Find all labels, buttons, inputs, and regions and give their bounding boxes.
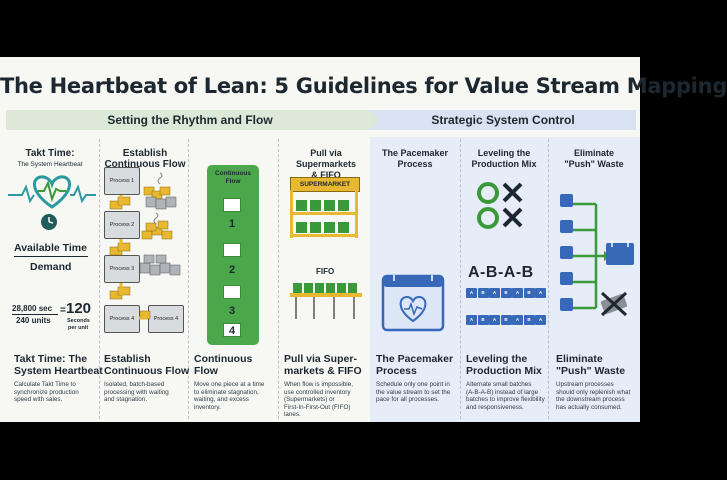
- band-strategic-control: Strategic System Control: [370, 110, 636, 130]
- push-title: Eliminate"Push" Waste: [556, 353, 626, 377]
- batch-box: B: [500, 315, 512, 325]
- pull-header: Pull via Supermarkets& FIFO: [295, 148, 357, 180]
- batch-box: A: [466, 288, 477, 298]
- process-box: Process 3: [104, 255, 140, 283]
- pacemaker-monitor-icon: [381, 274, 445, 332]
- heart-pulse-icon: [8, 175, 96, 209]
- leveling-pattern: A-B-A-B: [468, 264, 534, 281]
- push-header: Eliminate"Push" Waste: [564, 148, 624, 169]
- batch-box: A: [489, 288, 500, 298]
- flow-step-box: [223, 243, 241, 257]
- process-box: Process 4: [104, 305, 140, 333]
- clock-icon: [41, 214, 57, 230]
- pull-title: Pull via Super-markets & FIFO: [284, 353, 362, 377]
- leveling-description: Alternate small batches(A-B-A-B) instead…: [466, 381, 545, 411]
- takt-result: 120: [66, 300, 92, 317]
- fifo-lane-icon: [290, 283, 362, 319]
- fifo-label: FIFO: [316, 267, 335, 276]
- column-divider: [99, 139, 100, 419]
- batch-box: B: [523, 315, 535, 325]
- process-box: Process 4: [148, 305, 184, 333]
- batch-box: B: [500, 288, 512, 298]
- band-rhythm-flow: Setting the Rhythm and Flow: [6, 110, 384, 130]
- calc-divider: [12, 314, 58, 315]
- flow-step-number: 2: [229, 264, 236, 276]
- formula-divider: [14, 256, 88, 257]
- batch-box: A: [535, 315, 546, 325]
- column-divider: [278, 139, 279, 419]
- calc-denominator: 240 units: [16, 316, 51, 325]
- upstream-process-box: [560, 298, 573, 311]
- batch-box: A: [466, 315, 477, 325]
- flow-step-number: 4: [229, 325, 236, 337]
- flow-step-box: [223, 323, 241, 337]
- upstream-process-box: [560, 246, 573, 259]
- establish-header: Establish Continuous Flow: [104, 148, 186, 170]
- infographic-frame: The Heartbeat of Lean: 5 Guidelines for …: [0, 57, 727, 422]
- batch-box: B: [523, 288, 535, 298]
- supermarket-shelf-icon: [290, 190, 358, 238]
- batch-box: A: [512, 288, 523, 298]
- takt-header: Takt Time:: [25, 148, 75, 159]
- process-box: Process 1: [104, 167, 140, 195]
- takt-result-unit: per unit: [68, 325, 89, 331]
- upstream-process-box: [560, 194, 573, 207]
- formula-numerator: Available Time: [14, 242, 87, 254]
- takt-result-unit: Seconds: [67, 318, 90, 324]
- tic-tac-toe-icon: [477, 182, 523, 229]
- calc-numerator: 28,800 sec: [12, 304, 53, 313]
- formula-denominator: Demand: [30, 261, 72, 273]
- upstream-process-box: [560, 272, 573, 285]
- batch-inventory-icon: [109, 172, 181, 320]
- flow-step-box: [223, 285, 241, 299]
- column-divider: [188, 139, 189, 419]
- flow-step-number: 1: [229, 218, 236, 230]
- pull-description: When flow is impossible,use controlled i…: [284, 381, 353, 419]
- column-divider: [460, 139, 461, 419]
- page-title: The Heartbeat of Lean: 5 Guidelines for …: [0, 74, 727, 98]
- pull-replenish-diagram-icon: [573, 202, 634, 317]
- calc-equals: =: [60, 305, 66, 316]
- column-divider: [548, 139, 549, 419]
- batch-box: A: [512, 315, 523, 325]
- batch-box: B: [477, 315, 489, 325]
- batch-box: B: [477, 288, 489, 298]
- batch-box: A: [489, 315, 500, 325]
- flow-step-box: [223, 198, 241, 212]
- process-box: Process 2: [104, 211, 140, 239]
- flow-step-number: 3: [229, 305, 236, 317]
- takt-subheader: The System Heartbeat: [17, 161, 83, 168]
- upstream-process-box: [560, 220, 573, 233]
- batch-box: A: [535, 288, 546, 298]
- supermarket-sign: SUPERMARKET: [290, 177, 360, 192]
